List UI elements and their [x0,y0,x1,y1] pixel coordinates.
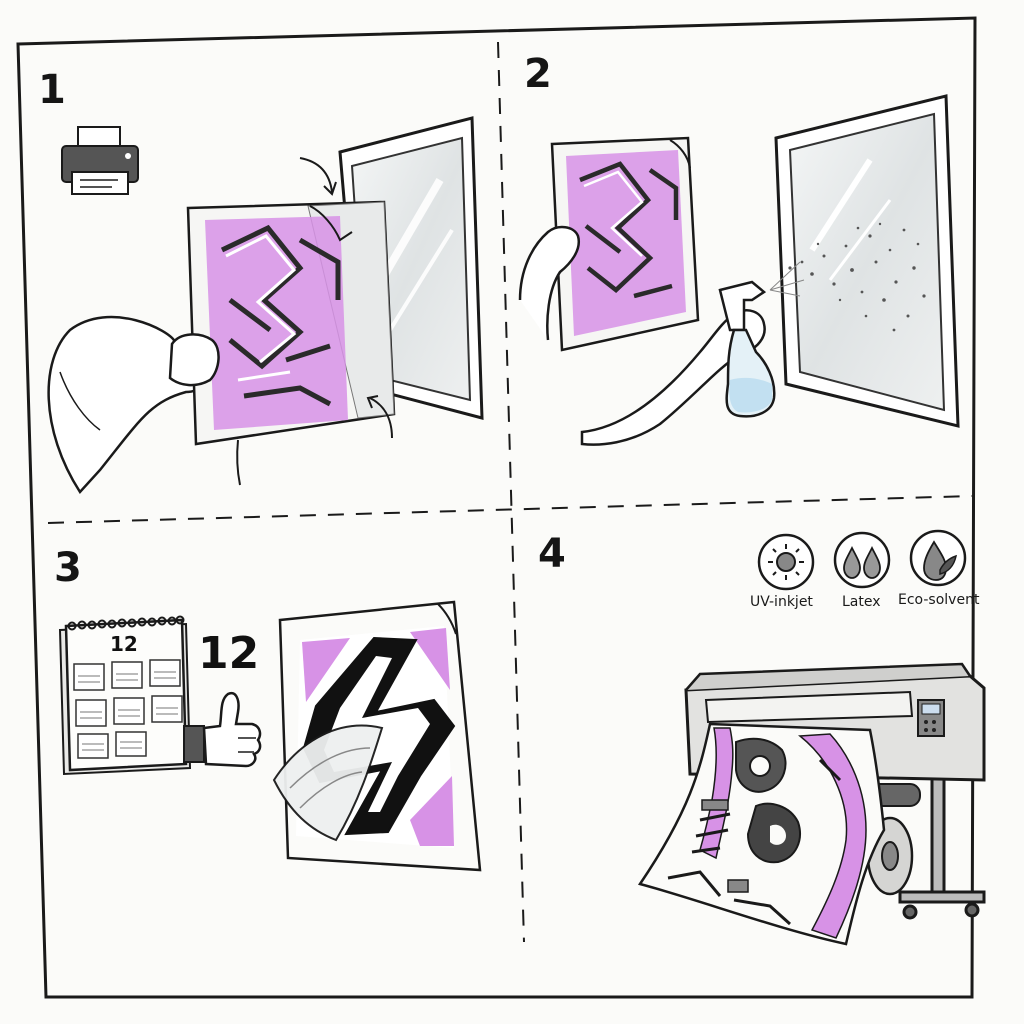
printer-icon [61,126,139,195]
spray-bottle-icon [718,280,776,418]
vertical-divider [497,41,525,943]
panel-1 [47,116,484,495]
decal-sheet-2 [550,136,700,352]
printed-banner [637,722,886,946]
person-arm-2b [580,309,766,446]
window-pane-2 [774,94,960,428]
thumbs-up-icon [183,691,262,768]
arrow-top [299,157,333,193]
outer-frame [16,16,977,999]
step-number-2: 2 [524,51,552,97]
step-number-1: 1 [38,67,66,113]
calendar-day-number: 12 [110,632,138,656]
ink-label-latex: Latex [842,594,881,610]
panel-2 [518,94,960,446]
leaf-drop-icon [909,529,967,587]
arrow-bottom [369,397,393,439]
panel-4 [637,529,986,946]
droplets-icon [833,531,891,589]
step-number-3: 3 [54,545,82,591]
step-number-4: 4 [538,531,566,577]
person-arm-2a [518,225,581,341]
horizontal-divider [47,495,973,524]
panel-3 [58,600,482,872]
ink-label-uv: UV-inkjet [750,594,813,610]
sun-icon [757,533,815,591]
ink-label-eco-solvent: Eco-solvent [898,592,980,608]
decal-sheet-1 [186,200,396,446]
hand-1 [168,333,220,387]
calendar-icon [58,615,192,776]
spray-mist [788,222,926,332]
duration-label: 12 [198,628,260,679]
transfer-sheet [272,600,482,872]
